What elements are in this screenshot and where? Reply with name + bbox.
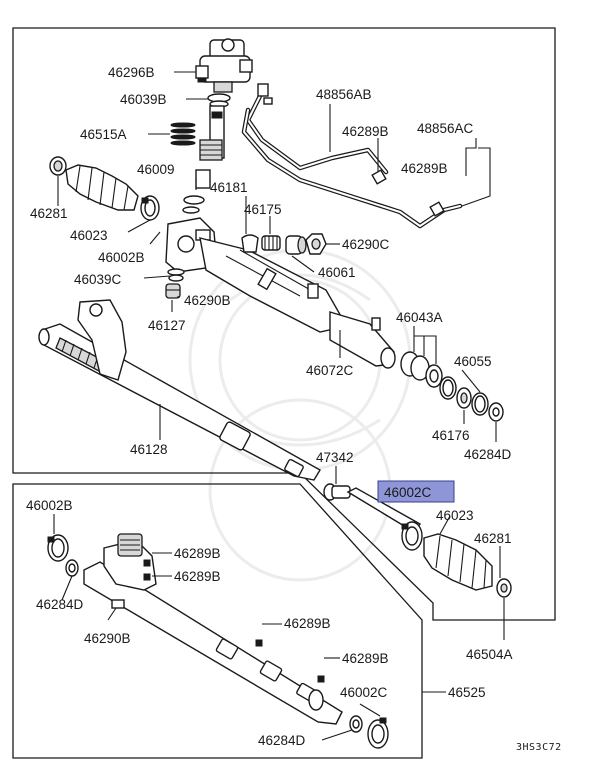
label-46072C[interactable]: 46072C	[306, 363, 354, 378]
label-46290B-bottom[interactable]: 46290B	[84, 631, 131, 646]
housing-assembly-46525	[83, 533, 343, 725]
label-46055[interactable]: 46055	[454, 354, 492, 369]
pinion-shaft	[199, 105, 225, 161]
bolt-46296B	[195, 65, 209, 83]
label-48856AC[interactable]: 48856AC	[417, 121, 474, 136]
label-46281-right[interactable]: 46281	[474, 531, 512, 546]
label-46525[interactable]: 46525	[448, 685, 486, 700]
fitting-46289B-e	[255, 639, 263, 647]
label-46289B-a[interactable]: 46289B	[342, 124, 389, 139]
label-46289B-f[interactable]: 46289B	[342, 651, 389, 666]
label-46289B-d[interactable]: 46289B	[174, 569, 221, 584]
washer-46284D-top	[488, 402, 504, 422]
label-46009[interactable]: 46009	[137, 162, 175, 177]
selected-part-highlight	[377, 480, 455, 503]
label-46284D-bottom-left[interactable]: 46284D	[36, 597, 84, 612]
label-46023-right[interactable]: 46023	[436, 508, 474, 523]
label-46284D-bottom[interactable]: 46284D	[258, 733, 306, 748]
pinion-seals-46009	[182, 169, 211, 214]
diagram-code: 3HS3C72	[516, 742, 562, 753]
label-46176[interactable]: 46176	[432, 428, 470, 443]
damper-46181	[241, 234, 259, 253]
band-46002B-bottom	[47, 534, 69, 562]
adjuster-46061	[285, 235, 307, 255]
label-46296B[interactable]: 46296B	[108, 65, 155, 80]
boot-46023-right	[423, 533, 493, 591]
label-46290C[interactable]: 46290C	[342, 237, 390, 252]
seal-rings-46515A	[170, 122, 196, 146]
fitting-46289B-d	[143, 573, 151, 581]
label-46284D-top[interactable]: 46284D	[464, 447, 512, 462]
washer-46284D-bottom	[349, 715, 363, 733]
label-46181[interactable]: 46181	[210, 180, 248, 195]
fitting-46289B-a	[371, 169, 387, 185]
spring-46175	[261, 235, 281, 251]
clamp-46002C-upper	[401, 521, 423, 551]
plug-46127	[165, 283, 181, 299]
label-46175[interactable]: 46175	[244, 202, 282, 217]
label-46002C-selected[interactable]: 46002C	[384, 485, 432, 500]
label-46039B[interactable]: 46039B	[120, 92, 167, 107]
label-46002B-top[interactable]: 46002B	[98, 250, 145, 265]
pinion-housing-46128	[77, 299, 127, 381]
band-46002B-top	[140, 195, 160, 221]
o-ring-46039C	[167, 268, 185, 282]
o-rings-46039B	[207, 93, 231, 108]
fitting-46289B-c	[143, 559, 151, 567]
fitting-46289B-b	[429, 201, 445, 217]
clamp-46281-right	[496, 578, 512, 598]
lower-assembly-frame	[12, 483, 423, 759]
bushing-46043A	[400, 351, 443, 388]
part-labels: 46296B 46039B 46515A 46009 46281 46023 4…	[26, 65, 562, 753]
tie-rod-47342	[323, 483, 422, 533]
label-46290B-top[interactable]: 46290B	[184, 293, 231, 308]
snap-ring-46055	[439, 376, 457, 400]
upper-assembly-frame	[12, 27, 556, 621]
label-46061[interactable]: 46061	[318, 265, 356, 280]
pinion-housing-top	[199, 38, 253, 93]
ring-46055-b	[471, 392, 489, 416]
label-46043A[interactable]: 46043A	[396, 310, 443, 325]
label-46039C[interactable]: 46039C	[74, 272, 122, 287]
label-46002B-bottom[interactable]: 46002B	[26, 498, 73, 513]
label-46281-top[interactable]: 46281	[30, 206, 68, 221]
washer-46284D-bottom-left	[65, 559, 79, 577]
label-46504A[interactable]: 46504A	[466, 647, 513, 662]
boot-46023-top	[65, 164, 139, 211]
fitting-46289B-f	[317, 675, 325, 683]
clamp-46281-top	[49, 156, 67, 176]
seal-46176	[456, 387, 472, 409]
clamp-46002C-bottom	[367, 717, 389, 749]
label-46289B-b[interactable]: 46289B	[401, 161, 448, 176]
label-46023-top[interactable]: 46023	[70, 228, 108, 243]
label-46289B-c[interactable]: 46289B	[174, 546, 221, 561]
label-47342[interactable]: 47342	[316, 450, 354, 465]
leader-lines	[53, 71, 505, 741]
label-46002C-bottom[interactable]: 46002C	[340, 685, 388, 700]
label-46515A[interactable]: 46515A	[80, 127, 127, 142]
label-48856AB[interactable]: 48856AB	[316, 87, 372, 102]
label-46289B-e[interactable]: 46289B	[284, 616, 331, 631]
label-46127[interactable]: 46127	[148, 318, 186, 333]
label-46128[interactable]: 46128	[130, 442, 168, 457]
cylinder-tube-46072C	[329, 311, 396, 369]
